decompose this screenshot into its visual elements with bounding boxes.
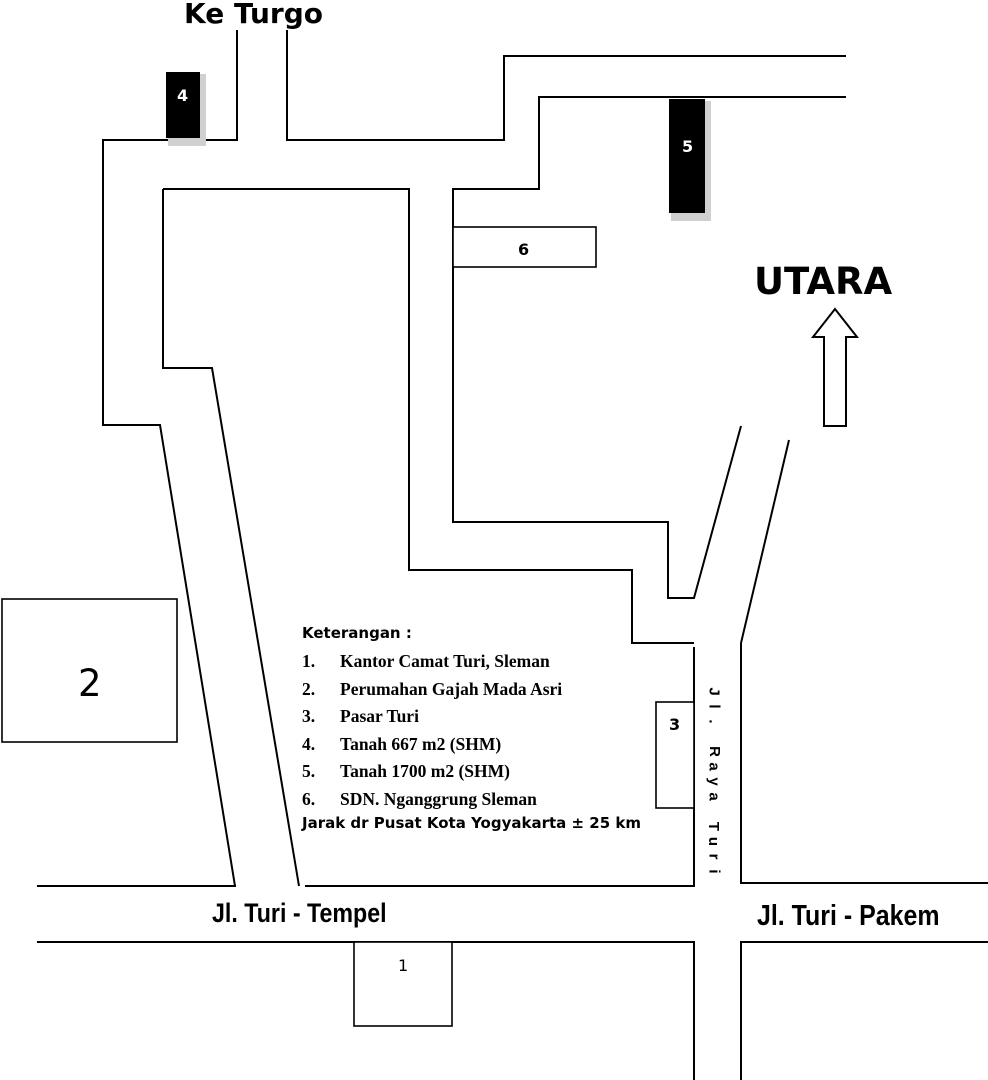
legend-item-number: 2. xyxy=(302,678,316,699)
label-jl-turi-pakem: Jl. Turi - Pakem xyxy=(757,900,940,932)
marker-number-4: 4 xyxy=(177,86,189,105)
legend-item-text: Perumahan Gajah Mada Asri xyxy=(340,678,563,699)
legend-item-text: Tanah 1700 m2 (SHM) xyxy=(340,761,511,781)
legend-item: 4. Tanah 667 m2 (SHM) xyxy=(302,734,641,762)
road-ke-turgo-east-edge xyxy=(286,30,846,141)
marker-number-1: 1 xyxy=(398,956,409,975)
marker-number-5: 5 xyxy=(682,137,694,156)
label-jl-raya-turi-char: a xyxy=(705,762,723,771)
road-tempel-south-edge xyxy=(37,941,695,1080)
legend-item-text: Kantor Camat Turi, Sleman xyxy=(340,651,550,671)
road-inner-loop-west-2 xyxy=(162,189,300,887)
legend-distance-note: Jarak dr Pusat Kota Yogyakarta ± 25 km xyxy=(302,814,642,832)
plot-5 xyxy=(669,99,705,213)
label-jl-raya-turi-char: r xyxy=(705,853,723,860)
legend-item-text: Tanah 667 m2 (SHM) xyxy=(340,733,502,754)
label-jl-raya-turi-char: J xyxy=(705,687,723,696)
legend-item: 5. Tanah 1700 m2 (SHM) xyxy=(302,761,641,789)
marker-box-3 xyxy=(655,701,695,809)
legend-item: 3. Pasar Turi xyxy=(302,706,641,734)
label-jl-raya-turi-char: l xyxy=(705,704,723,709)
road-ke-turgo-west-edge xyxy=(102,30,238,887)
map-legend: Keterangan : 1. Kantor Camat Turi, Sleman… xyxy=(302,624,641,832)
label-jl-raya-turi-char: . xyxy=(705,719,723,724)
marker-box-6 xyxy=(452,226,597,268)
marker-box-2 xyxy=(1,598,178,743)
marker-number-2: 2 xyxy=(78,662,102,705)
label-jl-raya-turi-char: R xyxy=(705,746,723,757)
label-jl-raya-turi-char: T xyxy=(705,821,723,832)
road-pakem-south-edge xyxy=(740,941,988,1080)
legend-title: Keterangan : xyxy=(302,624,412,642)
legend-item-number: 3. xyxy=(302,706,316,726)
legend-item-number: 4. xyxy=(302,733,316,754)
legend-item: 1. Kantor Camat Turi, Sleman xyxy=(302,651,641,679)
legend-item-number: 1. xyxy=(302,651,316,671)
road-network xyxy=(37,30,988,1080)
road-inner-loop-west xyxy=(163,188,694,644)
legend-item-text: Pasar Turi xyxy=(340,706,419,726)
marker-number-6: 6 xyxy=(518,240,530,259)
label-jl-raya-turi-char: u xyxy=(705,836,723,847)
legend-item: 6. SDN. Nganggrung Sleman xyxy=(302,789,641,817)
label-utara: UTARA xyxy=(754,260,893,303)
plot-4 xyxy=(166,72,200,138)
label-ke-turgo: Ke Turgo xyxy=(184,0,323,30)
label-jl-raya-turi-char: y xyxy=(705,777,723,786)
north-arrow-icon xyxy=(810,307,860,427)
road-raya-turi-east-upper xyxy=(740,439,790,644)
legend-item-number: 5. xyxy=(302,761,316,781)
road-upper-east xyxy=(452,96,846,599)
marker-number-3: 3 xyxy=(669,715,681,734)
legend-list: 1. Kantor Camat Turi, Sleman 2. Perumahan … xyxy=(302,651,641,816)
label-jl-raya-turi-char: a xyxy=(705,792,723,801)
road-raya-turi-east xyxy=(740,643,988,884)
label-jl-turi-tempel: Jl. Turi - Tempel xyxy=(212,898,387,928)
label-jl-raya-turi-char: i xyxy=(705,869,723,874)
legend-item-number: 6. xyxy=(302,788,316,809)
legend-item: 2. Perumahan Gajah Mada Asri xyxy=(302,679,641,707)
marker-box-1 xyxy=(353,941,453,1027)
legend-item-text: SDN. Nganggrung Sleman xyxy=(340,788,537,809)
